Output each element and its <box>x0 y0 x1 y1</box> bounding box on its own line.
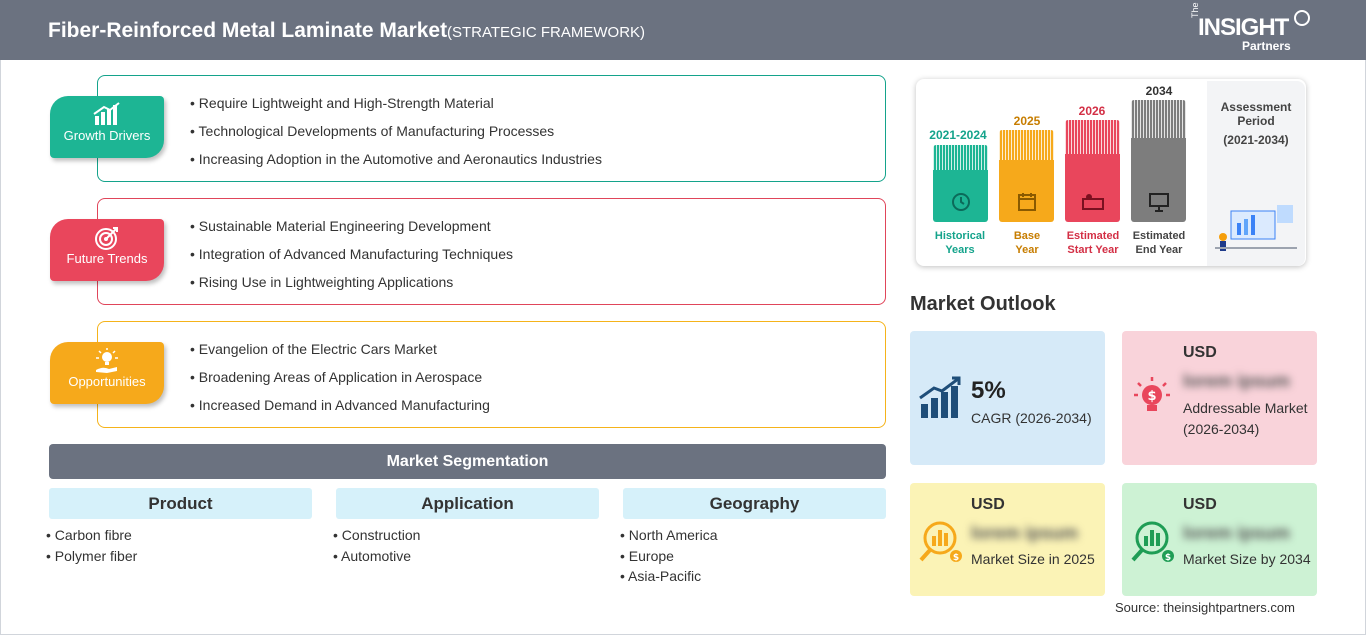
coin-chart-icon: $ <box>1130 516 1176 569</box>
segment-product: Product Carbon fibre Polymer fiber <box>49 488 312 568</box>
list-item: Increasing Adoption in the Automotive an… <box>190 151 602 179</box>
cagr-box: 5% CAGR (2026-2034) <box>910 331 1105 465</box>
lightbulb-hand-icon <box>50 342 164 373</box>
svg-text:$: $ <box>1147 389 1156 404</box>
assessment-period-panel: Assessment Period (2021-2034) <box>1207 81 1305 266</box>
target-icon <box>50 219 164 250</box>
list-item: Broadening Areas of Application in Aeros… <box>190 369 490 397</box>
logo-ring-icon <box>1294 10 1310 26</box>
svg-text:$: $ <box>1165 553 1171 563</box>
list-item: Carbon fibre <box>46 527 312 548</box>
growth-drivers-badge: Growth Drivers <box>50 96 164 158</box>
market-size-2025-box: $ USD lorem ipsum Market Size in 2025 <box>910 483 1105 596</box>
logo-insight-text: INSIGHT <box>1198 14 1289 41</box>
assessment-title: Assessment Period <box>1220 100 1292 128</box>
future-trends-label: Future Trends <box>66 251 148 266</box>
future-trends-card: Sustainable Material Engineering Develop… <box>97 198 886 305</box>
market-outlook-title: Market Outlook <box>910 293 1056 315</box>
coin-chart-icon: $ <box>918 516 964 569</box>
growth-drivers-card: Require Lightweight and High-Strength Ma… <box>97 75 886 182</box>
list-item: Increased Demand in Advanced Manufacturi… <box>190 397 490 425</box>
list-item: Integration of Advanced Manufacturing Te… <box>190 246 513 274</box>
history-clock-icon <box>950 191 972 218</box>
start-bar-stripes <box>1065 120 1120 154</box>
growth-chart-icon <box>50 96 164 126</box>
calendar-icon <box>1016 191 1038 218</box>
list-item: Require Lightweight and High-Strength Ma… <box>190 95 602 123</box>
start-year: 2026 <box>1078 104 1106 118</box>
market-size-2034-box: $ USD lorem ipsum Market Size by 2034 <box>1122 483 1317 596</box>
start-icon <box>1081 191 1105 218</box>
list-item: Asia-Pacific <box>620 568 886 589</box>
cagr-label: CAGR (2026-2034) <box>971 410 1092 426</box>
historical-bar-stripes <box>933 145 988 170</box>
base-bar-stripes <box>999 130 1054 160</box>
page-title: Fiber-Reinforced Metal Laminate Market <box>48 19 448 42</box>
header-bar: Fiber-Reinforced Metal Laminate Market (… <box>0 0 1366 60</box>
size2025-label: Market Size in 2025 <box>971 551 1095 567</box>
list-item: North America <box>620 527 886 548</box>
list-item: Construction <box>333 527 599 548</box>
logo-partners-text: Partners <box>1242 39 1291 53</box>
future-trends-list: Sustainable Material Engineering Develop… <box>190 218 513 302</box>
growth-drivers-list: Require Lightweight and High-Strength Ma… <box>190 95 602 179</box>
list-item: Automotive <box>333 548 599 569</box>
market-segmentation-title: Market Segmentation <box>49 444 886 479</box>
size2034-label: Market Size by 2034 <box>1183 551 1311 567</box>
company-logo: The INSIGHT Partners <box>1190 2 1320 54</box>
size2034-usd: USD <box>1183 496 1217 513</box>
addressable-value: lorem ipsum <box>1183 371 1291 391</box>
list-item: Polymer fiber <box>46 548 312 569</box>
cagr-value: 5% <box>971 377 1006 404</box>
presentation-icon <box>1148 191 1170 218</box>
list-item: Evangelion of the Electric Cars Market <box>190 341 490 369</box>
addressable-usd: USD <box>1183 344 1217 361</box>
segment-product-head: Product <box>49 488 312 519</box>
opportunities-card: Evangelion of the Electric Cars Market B… <box>97 321 886 428</box>
segment-application-head: Application <box>336 488 599 519</box>
source-note: Source: theinsightpartners.com <box>1115 600 1295 615</box>
base-year: 2025 <box>1013 114 1041 128</box>
future-trends-badge: Future Trends <box>50 219 164 281</box>
end-year: 2034 <box>1145 84 1173 98</box>
size2034-value: lorem ipsum <box>1183 523 1291 543</box>
opportunities-label: Opportunities <box>68 374 146 389</box>
list-item: Europe <box>620 548 886 569</box>
growth-drivers-label: Growth Drivers <box>63 128 151 143</box>
opportunities-badge: Opportunities <box>50 342 164 404</box>
segment-application: Application Construction Automotive <box>336 488 599 568</box>
addressable-market-box: $ USD lorem ipsum Addressable Market (20… <box>1122 331 1317 465</box>
lightbulb-dollar-icon: $ <box>1130 375 1174 424</box>
growth-bars-icon <box>918 376 964 425</box>
analytics-illustration-icon <box>1215 201 1297 258</box>
assessment-range: (2021-2034) <box>1223 133 1289 147</box>
opportunities-list: Evangelion of the Electric Cars Market B… <box>190 341 490 425</box>
addressable-label: Addressable Market (2026-2034) <box>1183 400 1308 437</box>
size2025-value: lorem ipsum <box>971 523 1079 543</box>
historical-year: 2021-2024 <box>929 128 987 142</box>
size2025-usd: USD <box>971 496 1005 513</box>
end-bar-stripes <box>1131 100 1186 138</box>
segment-geography-head: Geography <box>623 488 886 519</box>
svg-text:$: $ <box>953 553 959 563</box>
page-subtitle: (STRATEGIC FRAMEWORK) <box>447 24 646 41</box>
list-item: Technological Developments of Manufactur… <box>190 123 602 151</box>
segment-geography: Geography North America Europe Asia-Paci… <box>623 488 886 589</box>
list-item: Sustainable Material Engineering Develop… <box>190 218 513 246</box>
list-item: Rising Use in Lightweighting Application… <box>190 274 513 302</box>
